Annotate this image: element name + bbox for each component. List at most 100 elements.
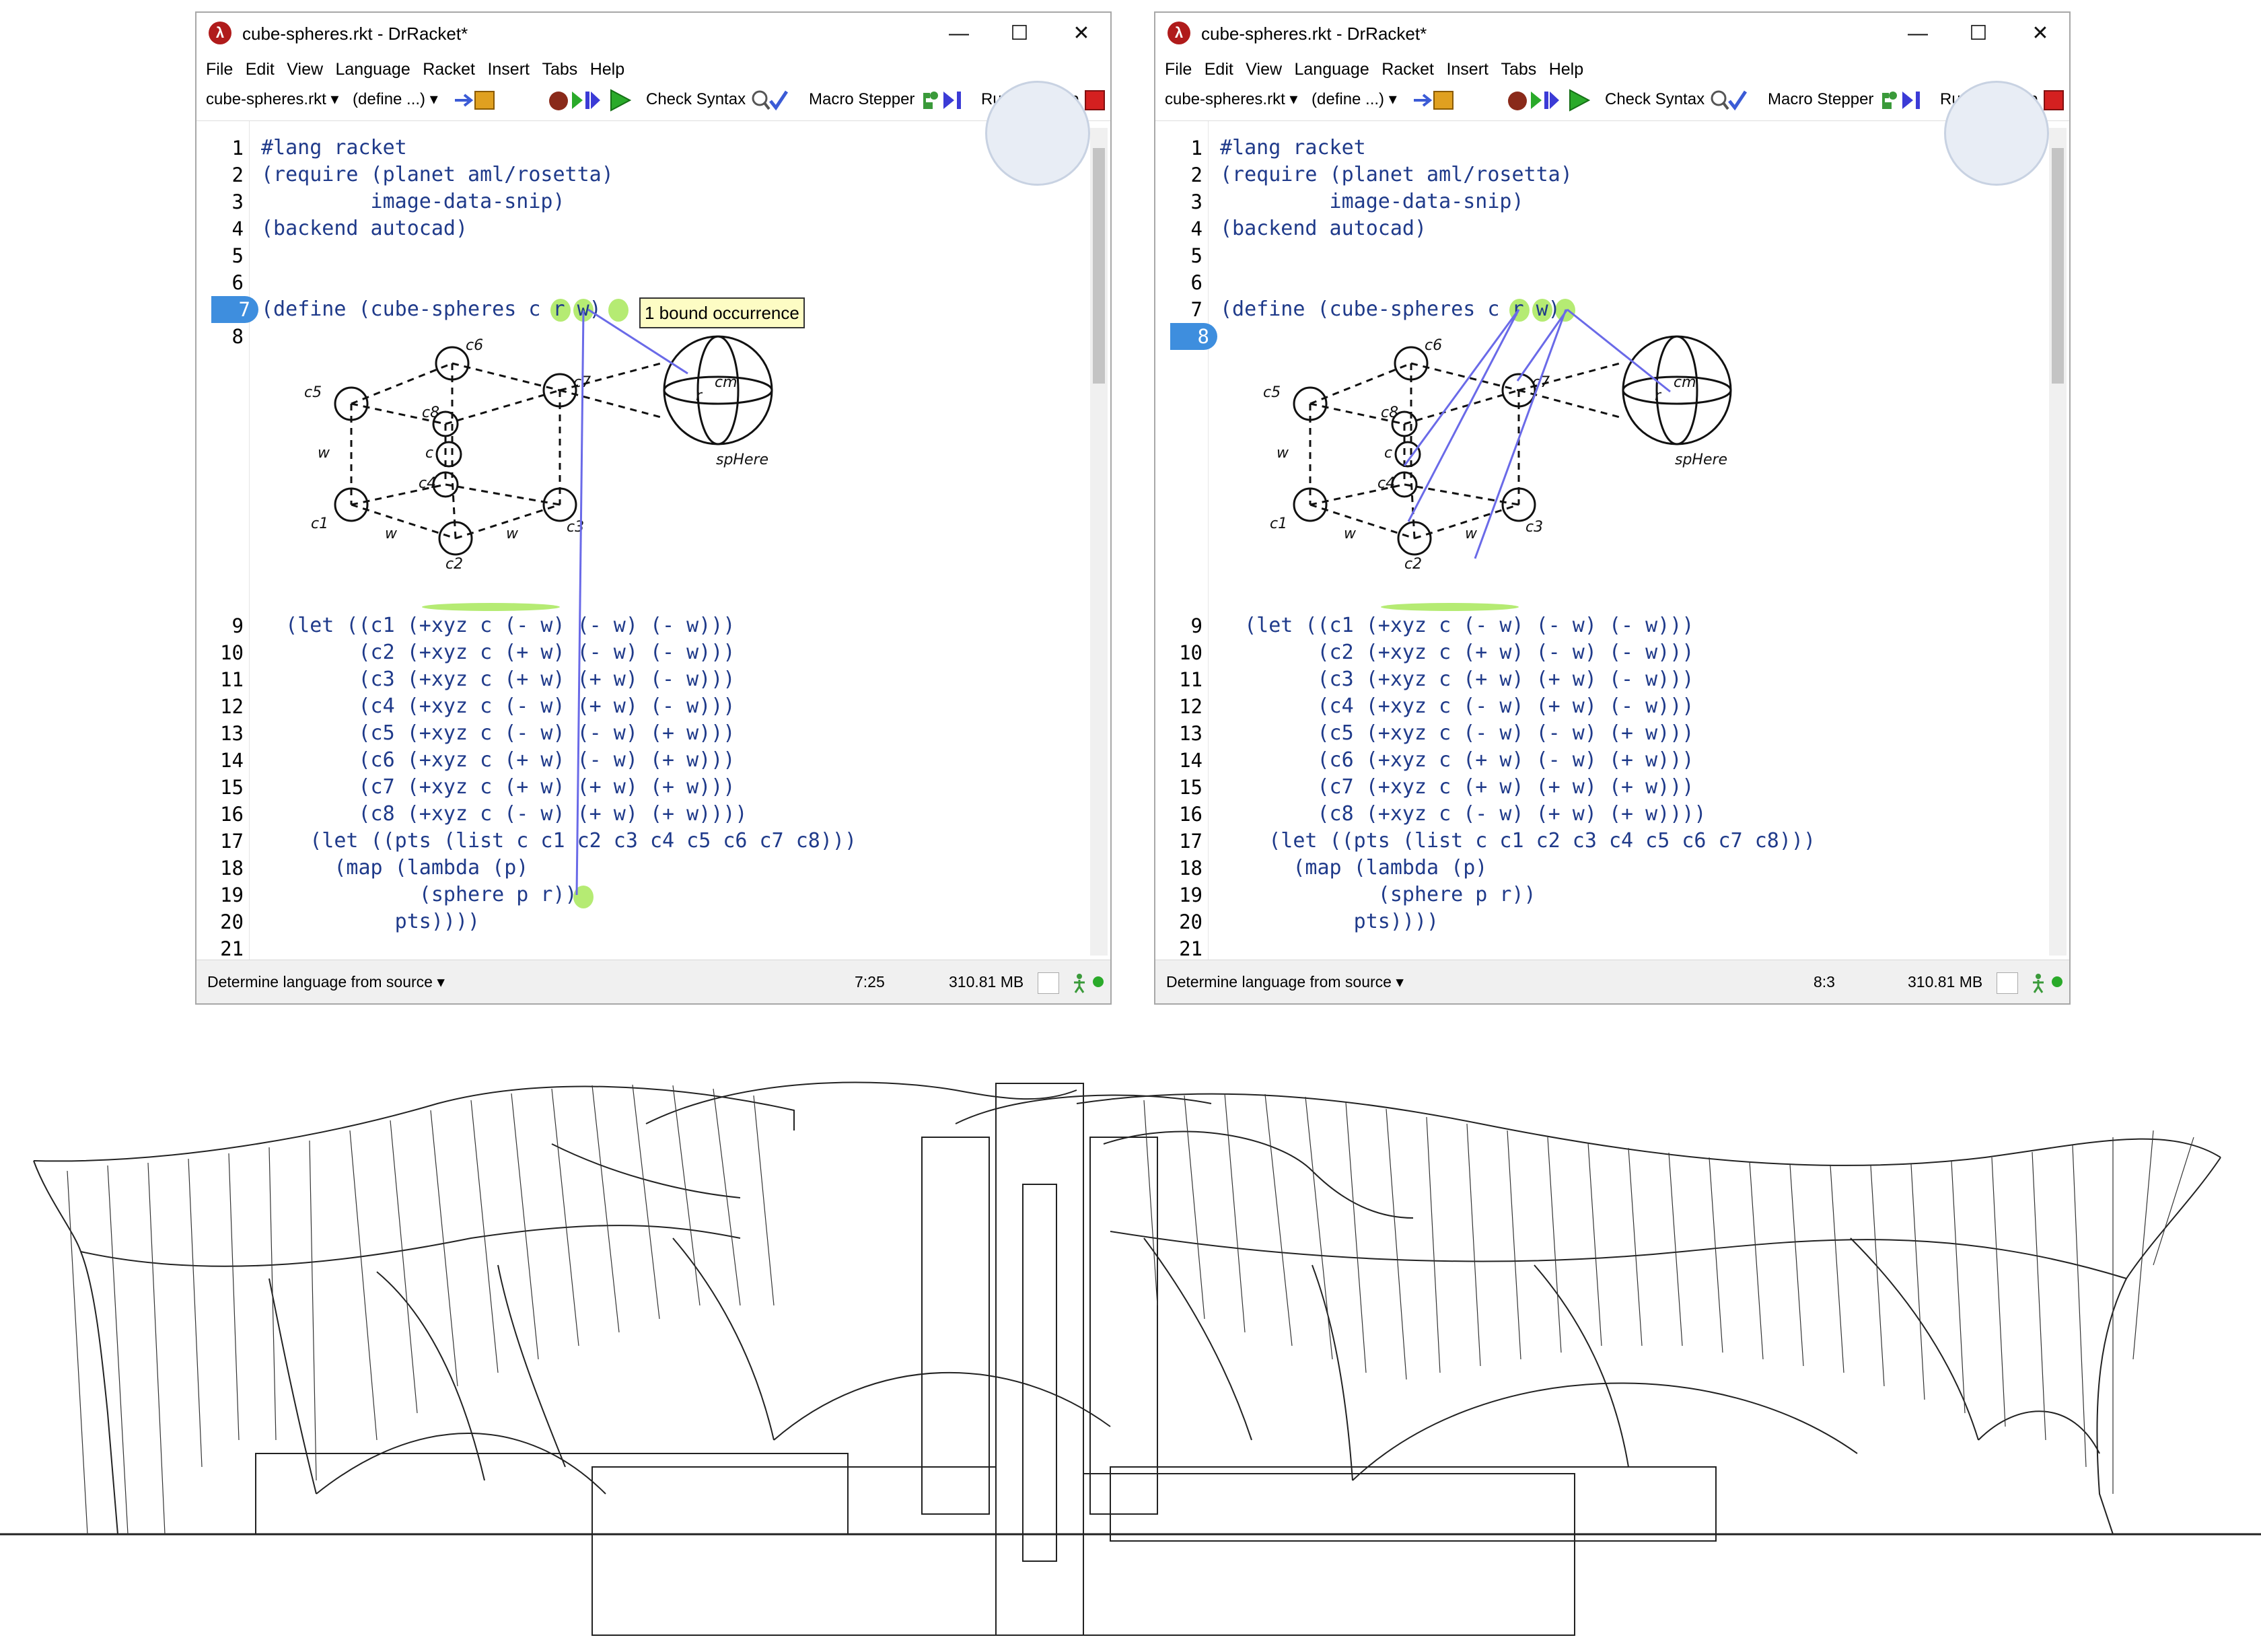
- cube-spheres-sketch: c6 c5 c7 c8 c c4 w c1 w w c3 c2 cm r spH…: [304, 335, 773, 573]
- window-title: cube-spheres.rkt - DrRacket*: [242, 24, 468, 44]
- line-number: 2: [231, 164, 244, 186]
- sketch-label-sphere: spHere: [716, 452, 768, 468]
- status-bar: Determine language from source ▾ 8:3 310…: [1155, 960, 2069, 1003]
- menu-edit[interactable]: Edit: [245, 60, 275, 79]
- racket-logo-icon: λ: [209, 22, 231, 44]
- menu-insert[interactable]: Insert: [1446, 60, 1488, 79]
- macro-stepper-button[interactable]: Macro Stepper: [1768, 84, 1925, 115]
- code-line-2: (require (planet aml/rosetta): [261, 163, 614, 186]
- line-number: 20: [220, 910, 244, 933]
- run-arrow-icon[interactable]: [1567, 84, 1590, 115]
- line-number: 15: [1179, 776, 1203, 799]
- menu-tabs[interactable]: Tabs: [1501, 60, 1537, 79]
- menu-file[interactable]: File: [1165, 60, 1192, 79]
- sketch-label-c: c: [1384, 445, 1392, 462]
- sketch-label-c8: c8: [422, 404, 439, 421]
- run-arrow-icon[interactable]: [608, 84, 631, 115]
- vertical-scrollbar[interactable]: [1090, 128, 1108, 956]
- menu-racket[interactable]: Racket: [423, 60, 475, 79]
- definitions-editor[interactable]: 1 2 3 4 5 6 7 8 9 10 11 12 13 14 15 16 1…: [196, 81, 1110, 962]
- file-dropdown[interactable]: cube-spheres.rkt ▾: [1165, 90, 1298, 108]
- line-number: 7: [1190, 298, 1203, 321]
- define-dropdown[interactable]: (define ...) ▾: [353, 90, 438, 108]
- debug-icon[interactable]: [1507, 84, 1560, 115]
- menu-language[interactable]: Language: [335, 60, 410, 79]
- line-number: 11: [1179, 668, 1203, 691]
- binding-highlight: [550, 299, 571, 322]
- sketch-label-c4: c4: [419, 475, 436, 492]
- code-line-1: #lang racket: [261, 136, 407, 159]
- sketch-label-c5: c5: [304, 384, 322, 401]
- code-line-16: (c8 (+xyz c (- w) (+ w) (+ w)))): [261, 802, 748, 826]
- menu-edit[interactable]: Edit: [1204, 60, 1233, 79]
- sketch-label-w: w: [318, 445, 330, 462]
- code-line-18: (map (lambda (p): [261, 856, 529, 879]
- menu-tabs[interactable]: Tabs: [542, 60, 578, 79]
- scrollbar-thumb[interactable]: [2052, 148, 2064, 384]
- scrollbar-thumb[interactable]: [1093, 148, 1105, 384]
- memory-usage[interactable]: 310.81 MB: [1908, 973, 1983, 991]
- line-number: 5: [231, 244, 244, 267]
- code-line-11: (c3 (+xyz c (+ w) (+ w) (- w))): [1220, 668, 1694, 691]
- sketch-label-w: w: [506, 526, 519, 542]
- status-indicator-icon: [1093, 976, 1104, 987]
- save-icon[interactable]: [454, 84, 498, 115]
- menu-view[interactable]: View: [287, 60, 324, 79]
- line-number: 16: [1179, 803, 1203, 826]
- definitions-editor[interactable]: 1 2 3 4 5 6 7 8 9 10 11 12 13 14 15 16 1…: [1155, 81, 2069, 962]
- code-line-9: (let ((c1 (+xyz c (- w) (- w) (- w))): [261, 614, 735, 637]
- check-syntax-button[interactable]: Check Syntax: [1605, 84, 1747, 115]
- sketch-label-c3: c3: [1526, 519, 1543, 536]
- close-button[interactable]: ✕: [2032, 22, 2049, 44]
- macro-stepper-button[interactable]: Macro Stepper: [809, 84, 966, 115]
- code-line-20: pts)))): [1220, 910, 1439, 933]
- sketch-label-c1: c1: [311, 515, 328, 532]
- language-dropdown[interactable]: Determine language from source ▾: [1166, 973, 1404, 991]
- line-number: 3: [1190, 190, 1203, 213]
- line-number: 5: [1190, 244, 1203, 267]
- drracket-window-right: λ cube-spheres.rkt - DrRacket* — ☐ ✕ Fil…: [1154, 11, 2071, 1005]
- check-syntax-button[interactable]: Check Syntax: [646, 84, 788, 115]
- sketch-label-cm: cm: [1674, 374, 1696, 391]
- sketch-label-w: w: [1465, 526, 1478, 542]
- gc-box: [1997, 972, 2018, 994]
- line-number: 4: [1190, 217, 1203, 240]
- menu-view[interactable]: View: [1246, 60, 1283, 79]
- line-number: 14: [220, 749, 244, 772]
- vertical-scrollbar[interactable]: [2049, 128, 2067, 956]
- line-number: 2: [1190, 164, 1203, 186]
- maximize-button[interactable]: ☐: [1969, 22, 1988, 44]
- gc-box: [1038, 972, 1059, 994]
- menu-file[interactable]: File: [206, 60, 234, 79]
- menu-insert[interactable]: Insert: [487, 60, 530, 79]
- debug-icon[interactable]: [548, 84, 602, 115]
- define-dropdown[interactable]: (define ...) ▾: [1312, 90, 1397, 108]
- maximize-button[interactable]: ☐: [1010, 22, 1029, 44]
- code-line-14: (c6 (+xyz c (+ w) (- w) (+ w))): [1220, 748, 1694, 772]
- sketch-label-c7: c7: [573, 374, 591, 391]
- line-number: 14: [1179, 749, 1203, 772]
- menu-racket[interactable]: Racket: [1381, 60, 1434, 79]
- running-man-icon: [2030, 960, 2046, 1003]
- sketch-label-w: w: [1277, 445, 1289, 462]
- save-icon[interactable]: [1412, 84, 1457, 115]
- macro-stepper-label: Macro Stepper: [1768, 90, 1874, 108]
- line-number: 18: [220, 857, 244, 879]
- file-dropdown[interactable]: cube-spheres.rkt ▾: [206, 90, 339, 108]
- code-line-9: (let ((c1 (+xyz c (- w) (- w) (- w))): [1220, 614, 1694, 637]
- line-number-gutter: 1 2 3 4 5 6 7 8 9 10 11 12 13 14 15 16 1…: [1155, 121, 1217, 962]
- code-line-3: image-data-snip): [261, 190, 565, 213]
- menu-help[interactable]: Help: [589, 60, 625, 79]
- line-number: 3: [231, 190, 244, 213]
- code-line-11: (c3 (+xyz c (+ w) (+ w) (- w))): [261, 668, 735, 691]
- minimize-button[interactable]: —: [949, 22, 969, 44]
- minimize-button[interactable]: —: [1908, 22, 1928, 44]
- close-button[interactable]: ✕: [1073, 22, 1090, 44]
- line-number: 21: [1179, 937, 1203, 960]
- language-dropdown[interactable]: Determine language from source ▾: [207, 973, 445, 991]
- drracket-window-left: λ cube-spheres.rkt - DrRacket* — ☐ ✕ Fil…: [195, 11, 1112, 1005]
- memory-usage[interactable]: 310.81 MB: [949, 973, 1024, 991]
- drracket-corner-logo: [985, 81, 1090, 186]
- menu-help[interactable]: Help: [1548, 60, 1584, 79]
- menu-language[interactable]: Language: [1294, 60, 1369, 79]
